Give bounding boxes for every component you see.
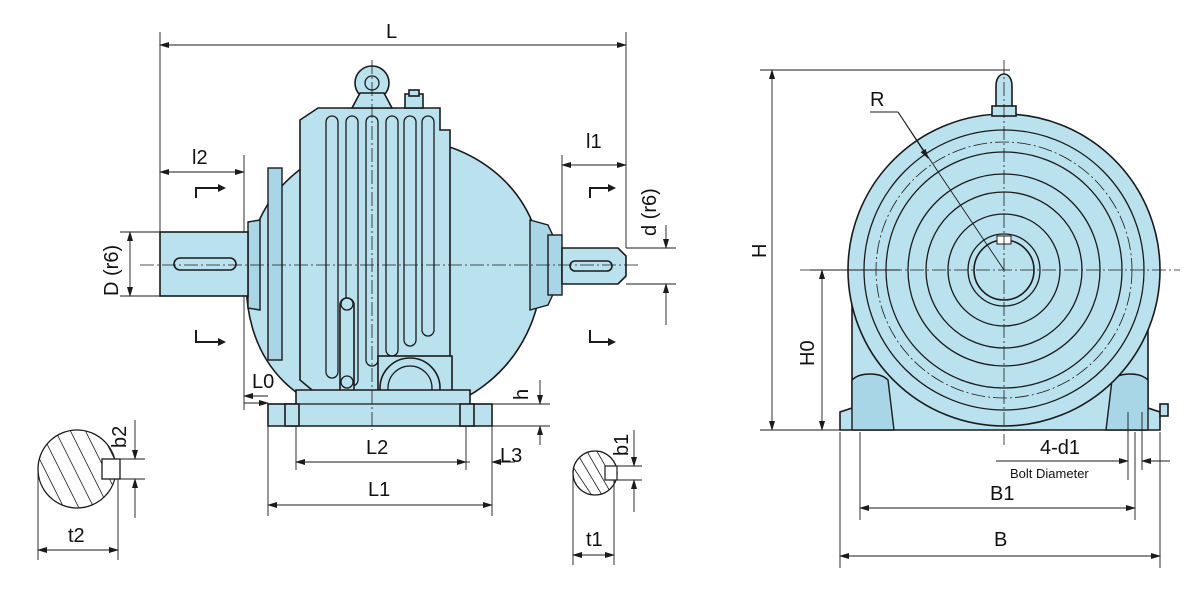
dim-L3-label: L3 bbox=[500, 445, 522, 467]
dim-d1-label: 4-d1 bbox=[1040, 437, 1080, 459]
dim-H-label: H bbox=[749, 244, 771, 258]
side-view: R H H0 4-d1 Bolt Diameter B1 B bbox=[749, 60, 1180, 568]
bolt-diameter-note: Bolt Diameter bbox=[1010, 466, 1089, 481]
dim-l1-label: l1 bbox=[586, 131, 602, 153]
dim-L-label: L bbox=[386, 21, 397, 43]
dim-t2-label: t2 bbox=[68, 525, 85, 547]
dim-h-label: h bbox=[511, 389, 533, 400]
dim-B-label: B bbox=[994, 529, 1007, 551]
right-key-slot bbox=[569, 260, 613, 272]
dim-B1-label: B1 bbox=[990, 483, 1014, 505]
left-key-slot bbox=[173, 257, 237, 271]
front-view: L l2 l1 D (r6) d (r6) L0 h bbox=[101, 21, 676, 516]
section-marks bbox=[195, 187, 608, 343]
dim-R-label: R bbox=[870, 89, 884, 111]
left-foot bbox=[851, 373, 895, 431]
dim-D-label: D (r6) bbox=[101, 245, 123, 296]
dim-L2-label: L2 bbox=[366, 437, 388, 459]
dim-H0-label: H0 bbox=[797, 340, 819, 366]
dim-t1-label: t1 bbox=[586, 529, 603, 551]
section-large-shaft: b2 t2 bbox=[37, 420, 145, 560]
dim-d-label: d (r6) bbox=[639, 188, 661, 236]
dim-L1-label: L1 bbox=[368, 479, 390, 501]
base-foot bbox=[267, 389, 493, 427]
section-small-shaft: b1 t1 bbox=[572, 430, 642, 565]
dim-b1-label: b1 bbox=[611, 434, 633, 456]
dim-l2-label: l2 bbox=[192, 147, 208, 169]
dim-b2-label: b2 bbox=[109, 426, 131, 448]
right-foot bbox=[1105, 373, 1149, 431]
fan-cover-flange bbox=[267, 167, 283, 361]
finned-casing bbox=[299, 107, 451, 396]
dim-L0-label: L0 bbox=[252, 371, 274, 393]
